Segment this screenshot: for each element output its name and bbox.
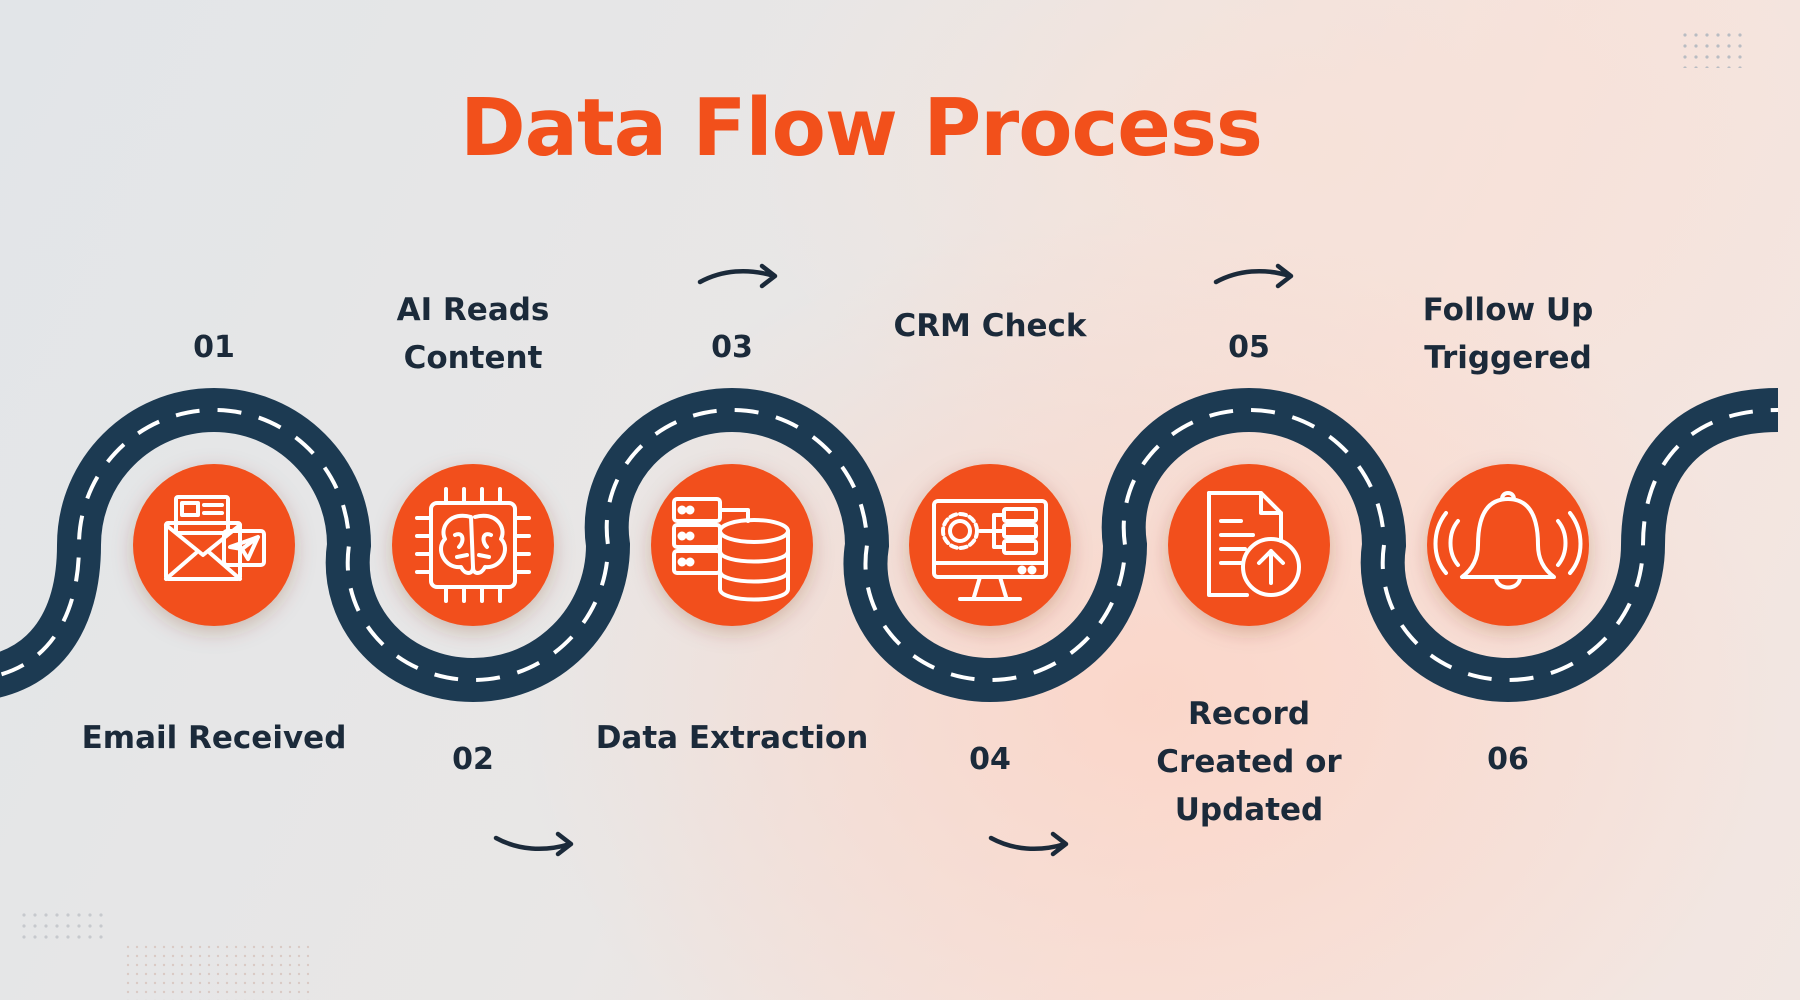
step-label-1: Email Received	[81, 720, 347, 756]
step-label-2: AI Reads Content	[396, 292, 550, 376]
arrow-bottom-1-icon	[493, 831, 574, 857]
step-node-5	[1168, 464, 1330, 626]
arrow-bottom-2-icon	[988, 831, 1069, 857]
step-number-3: 03	[711, 330, 753, 365]
step-number-6: 06	[1487, 742, 1529, 777]
step-label-4: CRM Check	[893, 308, 1087, 344]
step-number-5: 05	[1228, 330, 1270, 365]
arrow-top-1-icon	[697, 263, 778, 289]
bell-icon	[1433, 491, 1583, 590]
step-circle	[1427, 464, 1589, 626]
step-node-4	[909, 464, 1071, 626]
crm-monitor-icon	[932, 499, 1048, 601]
database-server-icon	[672, 497, 790, 602]
step-node-1	[133, 464, 295, 626]
step-label-5: Record Created or Updated	[1156, 696, 1342, 828]
ai-brain-chip-icon	[415, 487, 531, 603]
step-circle	[1168, 464, 1330, 626]
step-circle	[651, 464, 813, 626]
arrow-top-2-icon	[1213, 263, 1294, 289]
step-circle	[909, 464, 1071, 626]
step-node-6	[1427, 464, 1589, 626]
page-title: Data Flow Process	[460, 82, 1263, 174]
email-icon	[164, 495, 266, 581]
step-node-2	[392, 464, 554, 626]
step-label-3: Data Extraction	[595, 720, 869, 756]
step-number-1: 01	[193, 330, 235, 365]
dot-grid-bottom-left-faint	[122, 940, 312, 1000]
step-node-3	[651, 464, 813, 626]
dot-grid-top-right	[1683, 26, 1747, 68]
dot-grid-bottom-left	[20, 908, 106, 944]
document-upload-icon	[1207, 491, 1301, 597]
step-number-2: 02	[452, 742, 494, 777]
step-label-6: Follow Up Triggered	[1422, 292, 1594, 376]
step-number-4: 04	[969, 742, 1011, 777]
